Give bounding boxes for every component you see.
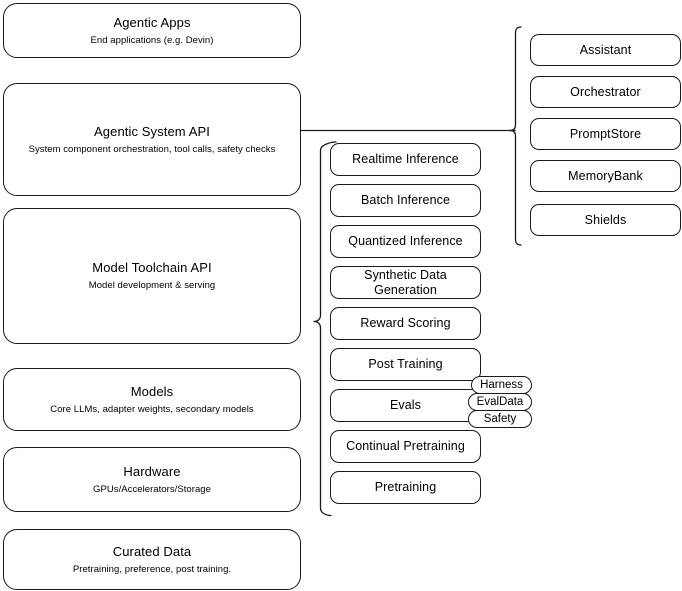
layer-card-hardware[interactable]: Hardware GPUs/Accelerators/Storage <box>3 447 301 512</box>
system-component-label: Shields <box>584 212 627 227</box>
layer-title: Agentic Apps <box>113 14 191 30</box>
layer-title: Models <box>130 383 174 399</box>
eval-pill-harness[interactable]: Harness <box>471 376 532 394</box>
bracket-system-components <box>509 26 522 246</box>
layer-title: Curated Data <box>112 543 192 559</box>
layer-subtitle: System component orchestration, tool cal… <box>28 143 276 155</box>
toolchain-item-evals[interactable]: Evals <box>330 389 481 422</box>
system-component-orchestrator[interactable]: Orchestrator <box>530 76 681 108</box>
layer-subtitle: Core LLMs, adapter weights, secondary mo… <box>50 403 254 415</box>
system-component-memorybank[interactable]: MemoryBank <box>530 160 681 192</box>
toolchain-item-synthetic-data-generation[interactable]: Synthetic Data Generation <box>330 266 481 299</box>
toolchain-item-label: Evals <box>389 398 422 412</box>
toolchain-item-continual-pretraining[interactable]: Continual Pretraining <box>330 430 481 463</box>
layer-title: Model Toolchain API <box>92 260 212 275</box>
layer-subtitle: GPUs/Accelerators/Storage <box>93 483 211 495</box>
layer-card-curated-data[interactable]: Curated Data Pretraining, preference, po… <box>3 529 301 590</box>
toolchain-item-label: Quantized Inference <box>348 234 463 248</box>
layer-card-model-toolchain-api[interactable]: Model Toolchain API Model development & … <box>3 208 301 344</box>
toolchain-item-realtime-inference[interactable]: Realtime Inference <box>330 143 481 176</box>
layer-subtitle: End applications (e.g. Devin) <box>90 34 214 46</box>
system-component-label: MemoryBank <box>568 168 643 183</box>
toolchain-item-quantized-inference[interactable]: Quantized Inference <box>330 225 481 258</box>
eval-pill-evaldata[interactable]: EvalData <box>468 393 532 411</box>
toolchain-item-pretraining[interactable]: Pretraining <box>330 471 481 504</box>
layer-card-agentic-system-api[interactable]: Agentic System API System component orch… <box>3 83 301 196</box>
toolchain-item-label: Realtime Inference <box>352 152 459 166</box>
toolchain-item-label: Synthetic Data Generation <box>364 267 447 297</box>
eval-pill-safety[interactable]: Safety <box>468 410 532 428</box>
toolchain-item-label: Post Training <box>368 357 443 371</box>
system-component-assistant[interactable]: Assistant <box>530 34 681 66</box>
system-component-label: Assistant <box>579 42 632 57</box>
layer-subtitle: Pretraining, preference, post training. <box>72 563 232 575</box>
system-component-promptstore[interactable]: PromptStore <box>530 118 681 150</box>
toolchain-item-reward-scoring[interactable]: Reward Scoring <box>330 307 481 340</box>
toolchain-item-label: Continual Pretraining <box>346 439 465 453</box>
layer-card-agentic-apps[interactable]: Agentic Apps End applications (e.g. Devi… <box>3 3 301 58</box>
toolchain-item-label: Batch Inference <box>360 193 451 207</box>
eval-pill-label: Harness <box>480 378 523 391</box>
layer-subtitle: Model development & serving <box>88 280 216 291</box>
layer-card-models[interactable]: Models Core LLMs, adapter weights, secon… <box>3 368 301 431</box>
layer-title: Hardware <box>123 463 181 479</box>
eval-pill-label: EvalData <box>476 395 524 408</box>
toolchain-item-batch-inference[interactable]: Batch Inference <box>330 184 481 217</box>
eval-pill-label: Safety <box>483 412 517 425</box>
toolchain-item-post-training[interactable]: Post Training <box>330 348 481 381</box>
system-component-shields[interactable]: Shields <box>530 204 681 236</box>
system-component-label: PromptStore <box>569 126 642 141</box>
system-component-label: Orchestrator <box>570 84 641 99</box>
toolchain-item-label: Reward Scoring <box>360 316 451 330</box>
toolchain-item-label: Pretraining <box>374 480 437 494</box>
layer-title: Agentic System API <box>94 123 210 139</box>
